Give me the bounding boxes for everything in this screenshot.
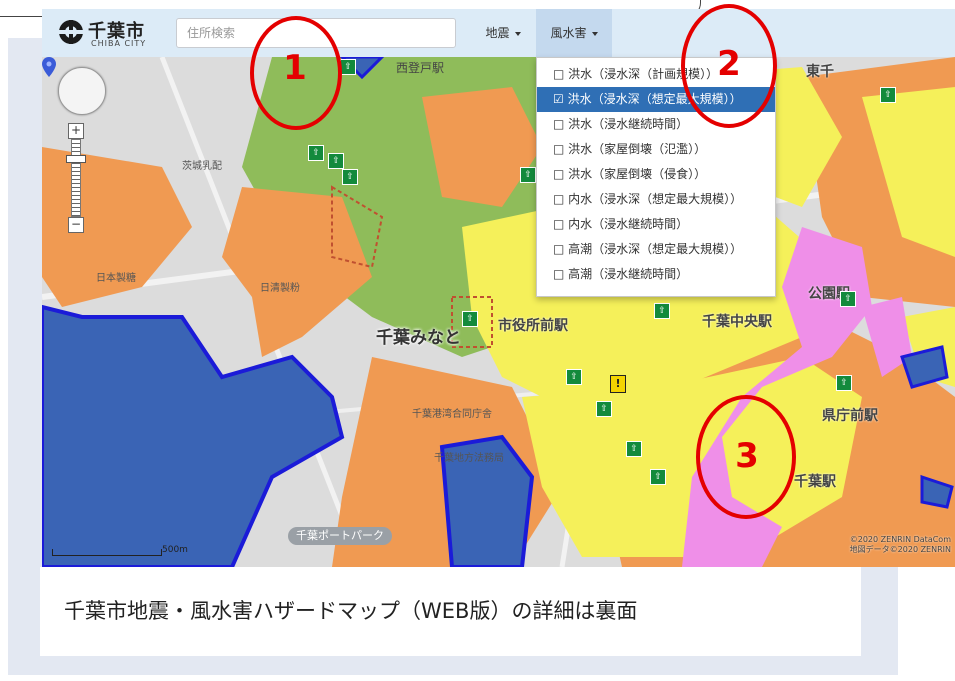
logo-title: 千葉市 xyxy=(88,21,145,42)
dd-flood-collapse-overflow[interactable]: □ 洪水（家屋倒壊（氾濫）） xyxy=(553,142,707,156)
map-copyright: ©2020 ZENRIN DataCom 地図データ©2020 ZENRIN xyxy=(850,535,951,555)
map-label-port-park: 千葉ポートパーク xyxy=(288,527,392,545)
warning-icon[interactable]: ! xyxy=(610,375,626,393)
zoom-in-button[interactable]: + xyxy=(68,123,84,139)
copyright-line-1: ©2020 ZENRIN DataCom xyxy=(849,535,951,544)
map-label-chiba-minato: 千葉みなと xyxy=(376,328,461,348)
callout-number-1: 1 xyxy=(283,48,307,88)
map-label-nisshin: 日清製粉 xyxy=(260,283,300,294)
evacuation-site-icon[interactable]: ⇧ xyxy=(650,469,666,485)
callout-number-3: 3 xyxy=(735,436,759,476)
evacuation-site-icon[interactable]: ⇧ xyxy=(596,401,612,417)
zoom-out-button[interactable]: − xyxy=(68,217,84,233)
dd-flood-duration[interactable]: □ 洪水（浸水継続時間） xyxy=(553,117,689,131)
menu-earthquake[interactable]: 地震 xyxy=(474,9,532,57)
map-label-nishinobori: 西登戸駅 xyxy=(396,61,445,75)
app-header: 千葉市 CHIBA CITY 地震 風水害 xyxy=(42,9,955,57)
dd-inland-depth-max[interactable]: □ 内水（浸水深（想定最大規模）） xyxy=(553,192,743,206)
evacuation-site-icon[interactable]: ⇧ xyxy=(566,369,582,385)
map-label-chiba-chiho: 千葉地方法務局 xyxy=(434,453,504,464)
map-label-nihon-seito: 日本製糖 xyxy=(96,273,136,284)
chevron-down-icon xyxy=(514,31,521,36)
map-label-chiba-station: 千葉駅 xyxy=(794,474,836,490)
menu-earthquake-label: 地震 xyxy=(485,26,510,40)
callout-number-2: 2 xyxy=(717,44,741,84)
evacuation-site-icon[interactable]: ⇧ xyxy=(880,87,896,103)
chiba-city-logo[interactable]: 千葉市 CHIBA CITY xyxy=(58,15,158,51)
evacuation-site-icon[interactable]: ⇧ xyxy=(840,291,856,307)
map-label-minato-godo: 千葉港湾合同庁舎 xyxy=(412,409,492,420)
evacuation-site-icon[interactable]: ⇧ xyxy=(308,145,324,161)
evacuation-site-icon[interactable]: ⇧ xyxy=(328,153,344,169)
location-pin-icon[interactable] xyxy=(42,57,56,77)
map-label-chuo-station: 千葉中央駅 xyxy=(702,314,772,330)
copyright-line-2: 地図データ©2020 ZENRIN xyxy=(849,545,951,554)
dd-inland-duration[interactable]: □ 内水（浸水継続時間） xyxy=(553,217,689,231)
map-label-kencho: 県庁前駅 xyxy=(822,408,878,424)
map-label-ibaraki-milk: 茨城乳配 xyxy=(182,161,222,172)
map-scale-bar xyxy=(52,549,162,556)
evacuation-site-icon[interactable]: ⇧ xyxy=(836,375,852,391)
zoom-slider-handle[interactable] xyxy=(66,155,86,163)
pan-control[interactable] xyxy=(58,67,106,115)
chiba-emblem-icon xyxy=(59,20,83,44)
evacuation-site-icon[interactable]: ⇧ xyxy=(340,59,356,75)
map-label-higashi: 東千 xyxy=(806,64,834,80)
logo-subtitle: CHIBA CITY xyxy=(91,39,147,48)
menu-flood-label: 風水害 xyxy=(550,26,587,40)
menu-flood[interactable]: 風水害 xyxy=(536,9,612,57)
chevron-down-icon xyxy=(591,31,598,36)
map-label-shiyakusho: 市役所前駅 xyxy=(498,318,568,334)
caption-text: 千葉市地震・風水害ハザードマップ（WEB版）の詳細は裏面 xyxy=(64,599,638,623)
evacuation-site-icon[interactable]: ⇧ xyxy=(520,167,536,183)
callout-circle-2 xyxy=(681,4,777,128)
dd-storm-surge-duration[interactable]: □ 高潮（浸水継続時間） xyxy=(553,267,689,281)
caption-box: 千葉市地震・風水害ハザードマップ（WEB版）の詳細は裏面 xyxy=(40,567,861,656)
callout-circle-3 xyxy=(696,395,796,519)
zoom-slider[interactable] xyxy=(71,139,81,217)
dd-flood-collapse-erosion[interactable]: □ 洪水（家屋倒壊（侵食）） xyxy=(553,167,707,181)
dd-storm-surge-depth-max[interactable]: □ 高潮（浸水深（想定最大規模）） xyxy=(553,242,743,256)
map-label-koen: 公園駅 xyxy=(808,286,850,302)
hazard-map[interactable]: + − 西登戸駅 茨城乳配 日本製糖 日清製粉 千葉みなと 市役所前駅 千葉港湾… xyxy=(42,57,955,567)
evacuation-site-icon[interactable]: ⇧ xyxy=(654,303,670,319)
evacuation-site-icon[interactable]: ⇧ xyxy=(626,441,642,457)
dd-flood-depth-planned[interactable]: □ 洪水（浸水深（計画規模）） xyxy=(553,67,719,81)
evacuation-site-icon[interactable]: ⇧ xyxy=(342,169,358,185)
evacuation-site-icon[interactable]: ⇧ xyxy=(462,311,478,327)
callout-circle-1 xyxy=(250,16,342,130)
map-scale-label: 500m xyxy=(162,545,188,555)
